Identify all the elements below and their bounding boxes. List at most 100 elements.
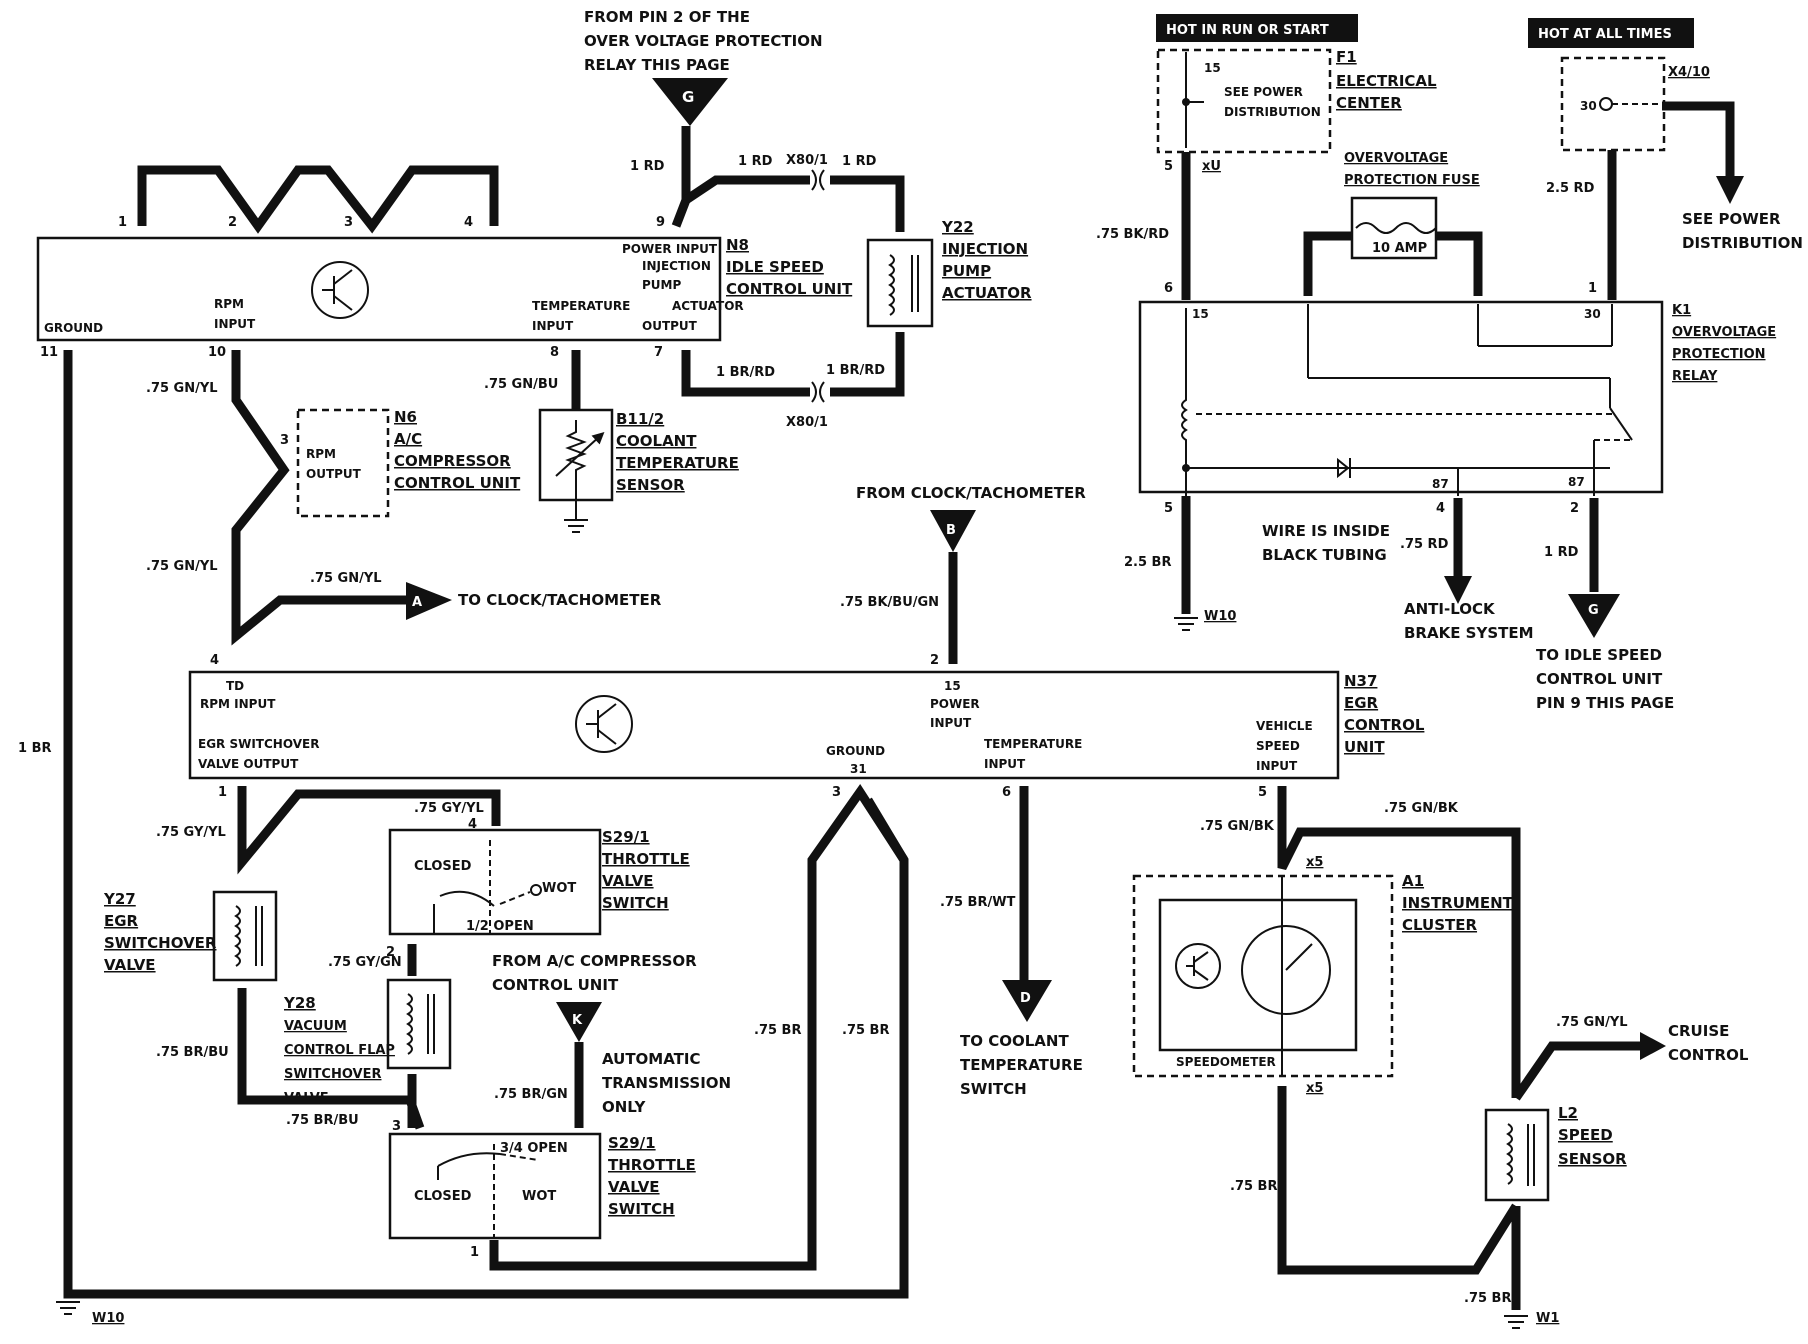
wire-75br-cluster bbox=[1277, 1086, 1520, 1275]
n37-name-2: CONTROL bbox=[1344, 716, 1425, 734]
n37-name-3: UNIT bbox=[1344, 738, 1385, 756]
y28-vacuum-control-flap-valve bbox=[386, 978, 452, 1070]
auto-trans-1: AUTOMATIC bbox=[602, 1050, 701, 1068]
wire-75br-b: .75 BR bbox=[842, 1023, 889, 1038]
wire-75bkrd: .75 BK/RD bbox=[1096, 227, 1169, 242]
n8-pump-label: PUMP bbox=[642, 278, 681, 292]
to-coolant-1: TO COOLANT bbox=[960, 1032, 1069, 1050]
wire-75rd-label: .75 RD bbox=[1400, 537, 1449, 552]
wire-75gnbu: .75 GN/BU bbox=[484, 377, 558, 392]
w10-left: W10 bbox=[92, 1311, 124, 1326]
three-quarter-open-label: 3/4 OPEN bbox=[500, 1141, 568, 1156]
k1-pin-5: 5 bbox=[1164, 501, 1173, 516]
xu-label: xU bbox=[1202, 159, 1221, 174]
see-pd-3: SEE POWER bbox=[1682, 210, 1781, 228]
wire-25br-label: 2.5 BR bbox=[1124, 555, 1171, 570]
connector-d bbox=[1002, 980, 1052, 1022]
cruise-arrow bbox=[1640, 1032, 1666, 1060]
wire-75gyyl-b: .75 GY/YL bbox=[414, 801, 484, 816]
y22-injection-pump-actuator bbox=[866, 238, 934, 328]
transistor-icon bbox=[311, 261, 369, 319]
n37-pin-3: 3 bbox=[832, 785, 841, 800]
wot-label-a: WOT bbox=[542, 881, 576, 896]
n37-name-1: EGR bbox=[1344, 694, 1379, 712]
n6-name-2: COMPRESSOR bbox=[394, 452, 511, 470]
n37-15-label: 15 bbox=[944, 679, 961, 693]
n37-td-label: TD bbox=[226, 679, 244, 693]
wire-75gnyl-a: .75 GN/YL bbox=[146, 381, 218, 396]
n6-name-3: CONTROL UNIT bbox=[394, 474, 521, 492]
f1-id: F1 bbox=[1336, 48, 1357, 66]
s29a-name-3: SWITCH bbox=[602, 894, 669, 912]
auto-trans-3: ONLY bbox=[602, 1098, 647, 1116]
wire-tubing-2: BLACK TUBING bbox=[1262, 546, 1387, 564]
connector-k-label: K bbox=[572, 1013, 583, 1028]
f1-name-1: ELECTRICAL bbox=[1336, 72, 1437, 90]
hot-all-label: HOT AT ALL TIMES bbox=[1538, 27, 1672, 42]
b11-id: B11/2 bbox=[616, 410, 664, 428]
wire-fuse bbox=[1303, 231, 1483, 296]
wire-75brgn: .75 BR/GN bbox=[494, 1087, 568, 1102]
k1-name-3: RELAY bbox=[1672, 369, 1718, 384]
n8-name-1: IDLE SPEED bbox=[726, 258, 824, 276]
wire-75gnbk-b: .75 GN/BK bbox=[1384, 801, 1459, 816]
wire-75gyyl-a: .75 GY/YL bbox=[156, 825, 226, 840]
see-pd-2: DISTRIBUTION bbox=[1224, 105, 1321, 119]
ovp-fuse-2: PROTECTION FUSE bbox=[1344, 173, 1480, 188]
n6-output-label: OUTPUT bbox=[306, 467, 362, 481]
n8-pin-3: 3 bbox=[344, 215, 353, 230]
abs-2: BRAKE SYSTEM bbox=[1404, 624, 1534, 642]
n37-pin-6: 6 bbox=[1002, 785, 1011, 800]
s29b-name-3: SWITCH bbox=[608, 1200, 675, 1218]
connector-x80-bottom bbox=[811, 381, 825, 403]
from-ac-line1: FROM A/C COMPRESSOR bbox=[492, 952, 697, 970]
cruise-2: CONTROL bbox=[1668, 1046, 1749, 1064]
n37-temp-input-label: INPUT bbox=[984, 757, 1026, 771]
w10-right: W10 bbox=[1204, 609, 1236, 624]
wot-label-b: WOT bbox=[522, 1189, 556, 1204]
wire-1brrd-a: 1 BR/RD bbox=[716, 365, 775, 380]
half-open-label: 1/2 OPEN bbox=[466, 919, 534, 934]
to-coolant-3: SWITCH bbox=[960, 1080, 1027, 1098]
wire-1rd-c: 1 RD bbox=[842, 154, 877, 169]
k1-id: K1 bbox=[1672, 303, 1691, 318]
wire-pin9-to-y22 bbox=[683, 175, 905, 232]
s29b-pin-3: 3 bbox=[392, 1119, 401, 1134]
n8-pin-7: 7 bbox=[654, 345, 663, 360]
wire-75bkbugn: .75 BK/BU/GN bbox=[840, 595, 939, 610]
f1-pin-15: 15 bbox=[1204, 61, 1221, 75]
wire-1br: 1 BR bbox=[18, 741, 52, 756]
s29a-pin-4: 4 bbox=[468, 817, 477, 832]
wire-75gnyl-b: .75 GN/YL bbox=[146, 559, 218, 574]
y27-name-1: EGR bbox=[104, 912, 139, 930]
s29a-name-1: THROTTLE bbox=[602, 850, 690, 868]
wire-ground-31 bbox=[489, 783, 908, 1271]
y22-name-1: INJECTION bbox=[942, 240, 1028, 258]
n37-31-label: 31 bbox=[850, 762, 867, 776]
n8-pin-11: 11 bbox=[40, 345, 58, 360]
wire-gnbk bbox=[1277, 786, 1521, 1098]
n37-power-input-label: INPUT bbox=[930, 716, 972, 730]
connector-x80-top bbox=[811, 169, 825, 191]
ovp-fuse-1: OVERVOLTAGE bbox=[1344, 151, 1448, 166]
f1-pin-5: 5 bbox=[1164, 159, 1173, 174]
n8-pin-4: 4 bbox=[464, 215, 473, 230]
w1-label: W1 bbox=[1536, 1311, 1559, 1326]
n37-egr-control-unit: TD RPM INPUT EGR SWITCHOVER VALVE OUTPUT… bbox=[188, 670, 1340, 780]
s29a-id: S29/1 bbox=[602, 828, 650, 846]
n8-name-2: CONTROL UNIT bbox=[726, 280, 853, 298]
wire-75gnbk-a: .75 GN/BK bbox=[1200, 819, 1275, 834]
wire-75brwt: .75 BR/WT bbox=[940, 895, 1016, 910]
n8-id: N8 bbox=[726, 236, 749, 254]
k1-pin-4: 4 bbox=[1436, 501, 1445, 516]
to-isc-2: CONTROL UNIT bbox=[1536, 670, 1663, 688]
see-pd-4: DISTRIBUTION bbox=[1682, 234, 1803, 252]
wire-75gnyl-c: .75 GN/YL bbox=[310, 571, 382, 586]
x80-top-label: X80/1 bbox=[786, 153, 828, 168]
from-pin2-line3: RELAY THIS PAGE bbox=[584, 56, 730, 74]
to-isc-3: PIN 9 THIS PAGE bbox=[1536, 694, 1674, 712]
n6-id: N6 bbox=[394, 408, 417, 426]
connector-g-bottom-label: G bbox=[1588, 603, 1599, 618]
n37-egr-switchover-label: EGR SWITCHOVER bbox=[198, 737, 319, 751]
